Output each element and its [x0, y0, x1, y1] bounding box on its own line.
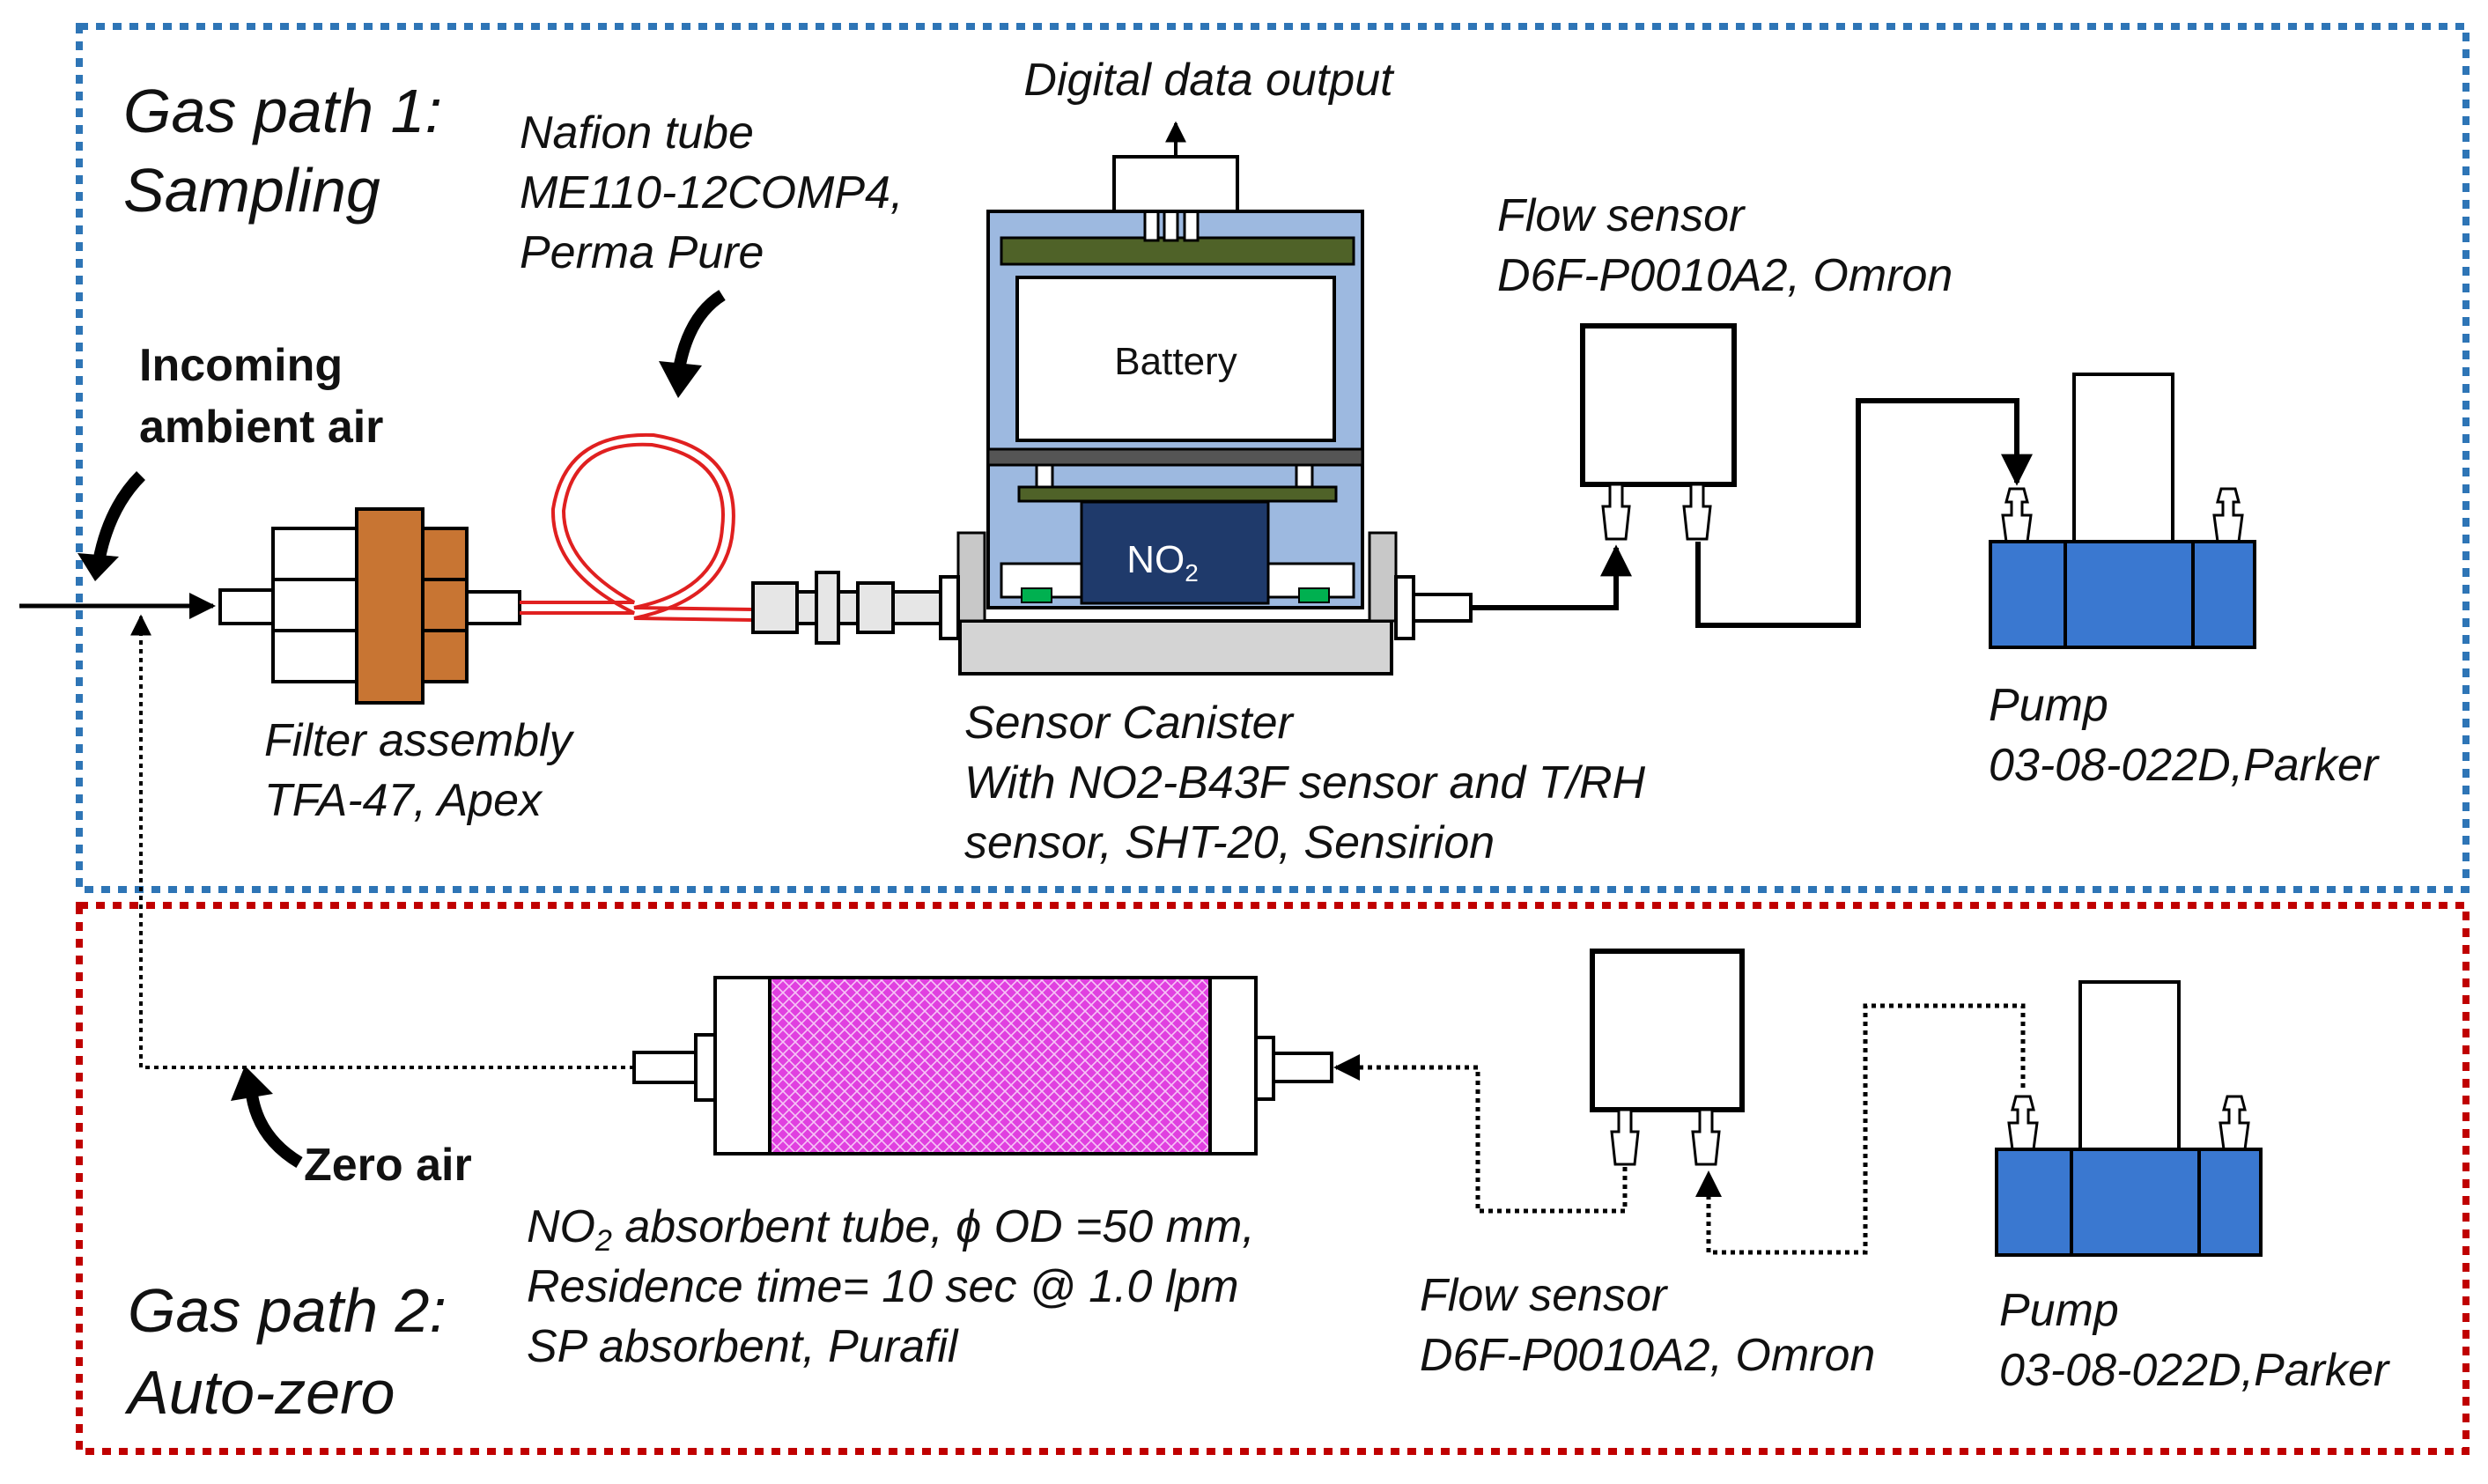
- no2-label-main: NO: [1126, 538, 1185, 581]
- canister-label-line1: Sensor Canister: [964, 698, 1296, 749]
- tube-label-line2: Residence time= 10 sec @ 1.0 lpm: [527, 1261, 1239, 1312]
- flow-sensor-2: [1590, 949, 1745, 1166]
- zero-air-label: Zero air: [304, 1140, 472, 1191]
- pump-2: [1995, 980, 2263, 1257]
- flow2-label-line1: Flow sensor: [1420, 1270, 1669, 1321]
- sensor-canister: [939, 155, 1473, 676]
- flow1-to-pump1-line: [1695, 398, 2033, 628]
- tube-label-line1-sub: 2: [594, 1224, 612, 1258]
- tube-label-line3: SP absorbent, Purafil: [527, 1321, 959, 1372]
- tube-label-line1: NO2 absorbent tube, ϕ OD =50 mm,: [527, 1201, 1255, 1258]
- canister-label-line3: sensor, SHT-20, Sensirion: [964, 817, 1495, 868]
- absorbent-tube: [632, 976, 1333, 1155]
- battery-label: Battery: [1114, 340, 1237, 383]
- nafion-label-line2: ME110-12COMP4,: [520, 167, 903, 218]
- incoming-label-line2: ambient air: [139, 402, 383, 453]
- sampling-title-line2: Sampling: [123, 156, 380, 225]
- zero-air-curved-arrow-head-icon: [231, 1066, 273, 1101]
- zero-air-return-line: [130, 614, 634, 1069]
- filter-label-line2: TFA-47, Apex: [264, 775, 543, 826]
- flow1-label-line1: Flow sensor: [1497, 190, 1746, 241]
- canister-label-line2: With NO2-B43F sensor and T/RH: [964, 757, 1646, 808]
- autozero-section-border: [76, 902, 2470, 1455]
- filter-assembly: [218, 507, 521, 705]
- flow2-label-line2: D6F-P0010A2, Omron: [1420, 1330, 1875, 1381]
- nafion-curved-arrow-head-icon: [659, 361, 702, 398]
- sampling-section-border: [76, 23, 2470, 893]
- nafion-tube: [520, 432, 754, 622]
- pump2-label-line1: Pump: [1999, 1285, 2119, 1336]
- pump2-label-line2: 03-08-022D,Parker: [1999, 1345, 2391, 1396]
- nafion-curved-arrow-icon: [672, 290, 726, 376]
- no2-label: NO2: [1126, 538, 1199, 587]
- autozero-title-line1: Gas path 2:: [128, 1276, 447, 1345]
- pump2-to-flow2-line: [1695, 1003, 2026, 1255]
- canister-to-flow1-line: [1471, 544, 1632, 610]
- sampling-title-line1: Gas path 1:: [123, 77, 442, 145]
- tube-label-line1-b: absorbent tube, ϕ OD =50 mm,: [612, 1201, 1255, 1252]
- flow-sensor-1: [1580, 323, 1737, 541]
- flow1-label-line2: D6F-P0010A2, Omron: [1497, 250, 1953, 301]
- pump-1: [1989, 373, 2256, 649]
- autozero-title-line2: Auto-zero: [124, 1358, 395, 1427]
- nafion-label-line1: Nafion tube: [520, 107, 754, 159]
- filter-label-line1: Filter assembly: [264, 715, 575, 766]
- incoming-label-line1: Incoming: [139, 340, 343, 391]
- pump1-label-line2: 03-08-022D,Parker: [1989, 740, 2381, 791]
- pump1-label-line1: Pump: [1989, 680, 2108, 731]
- digital-output-label: Digital data output: [1023, 55, 1395, 106]
- zero-air-curved-arrow-icon: [245, 1087, 303, 1169]
- flow2-to-tube-line: [1333, 1054, 1628, 1214]
- connector-fittings: [751, 571, 943, 645]
- tube-label-line1-a: NO: [527, 1201, 595, 1252]
- incoming-curved-arrow-head-icon: [78, 553, 119, 581]
- nafion-label-line3: Perma Pure: [520, 227, 764, 278]
- no2-label-sub: 2: [1185, 559, 1199, 587]
